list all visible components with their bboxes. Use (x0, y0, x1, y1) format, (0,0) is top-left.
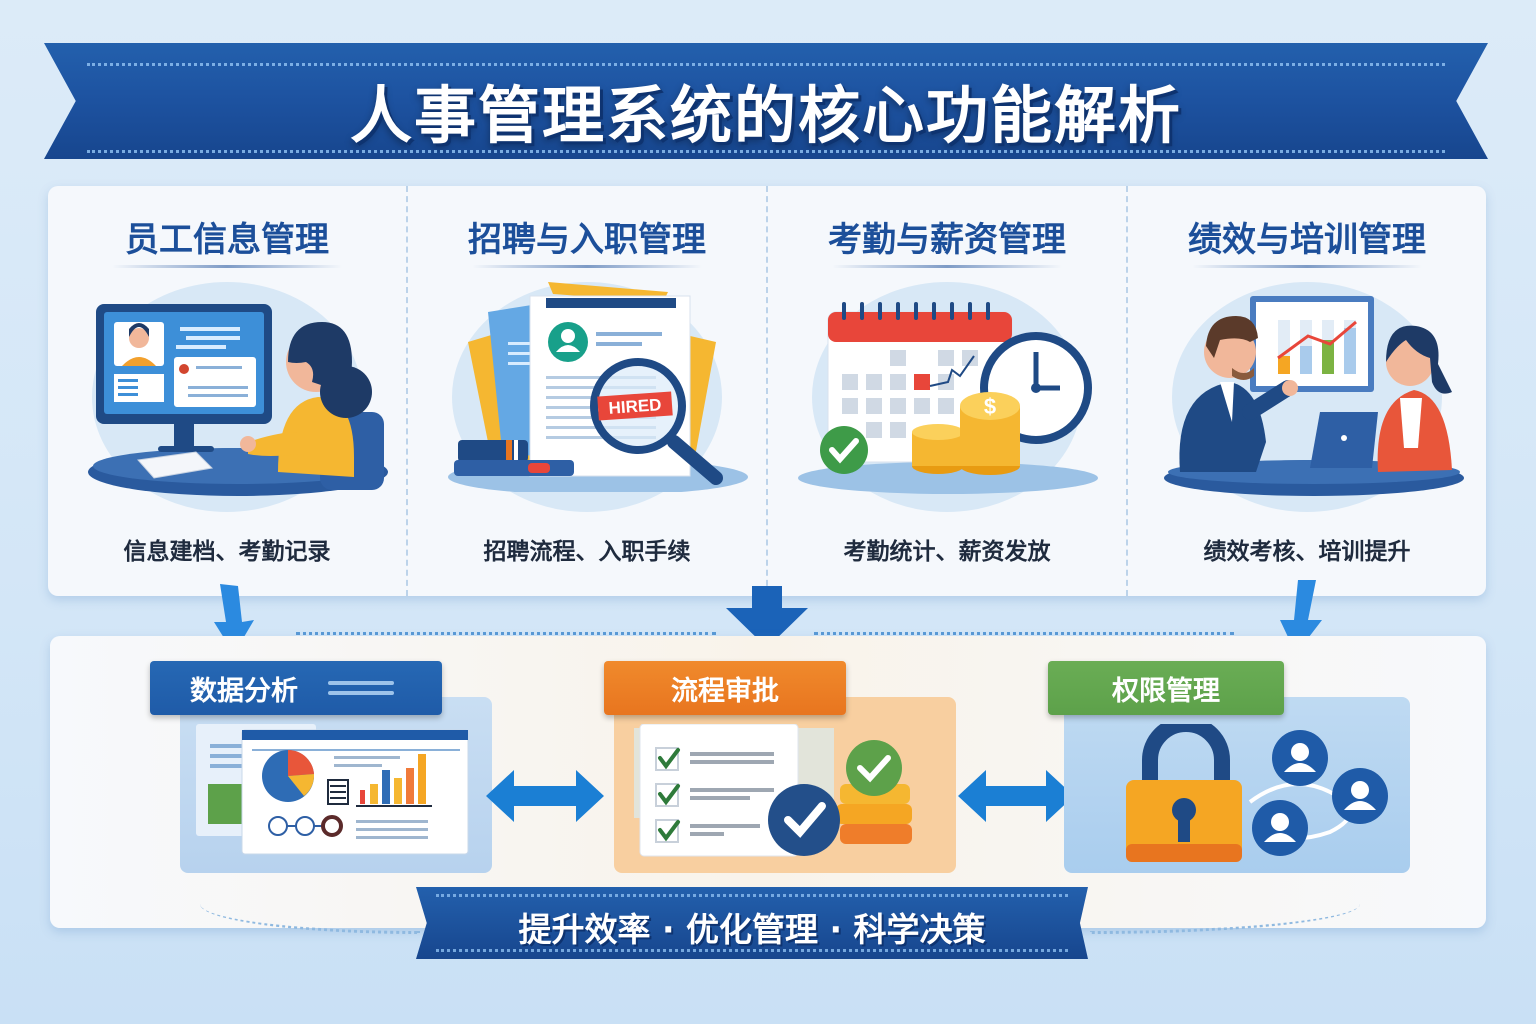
module-title: 考勤与薪资管理 (768, 212, 1126, 268)
dashboard-chart-illustration (196, 724, 469, 855)
module-title: 员工信息管理 (48, 212, 406, 268)
slogan-ribbon: 提升效率 · 优化管理 · 科学决策 (416, 887, 1088, 959)
decorative-curve (1090, 904, 1360, 934)
core-modules-panel: 员工信息管理 (48, 186, 1486, 596)
module-description: 招聘流程、入职手续 (483, 539, 691, 565)
feature-label-data-analysis: 数据分析 (150, 661, 442, 715)
calendar-clock-illustration: $ (798, 282, 1098, 512)
checklist-approval-illustration (634, 724, 912, 857)
module-description: 考勤统计、薪资发放 (843, 539, 1051, 565)
down-arrow-icon (726, 586, 808, 648)
lock-users-illustration (1126, 724, 1388, 862)
bidirectional-arrow-icon (486, 770, 604, 822)
connector-dotted-line (814, 632, 1234, 635)
module-description: 绩效考核、培训提升 (1203, 539, 1411, 565)
module-attendance-payroll: 考勤与薪资管理 (766, 186, 1126, 596)
feature-label-access-management: 权限管理 (1048, 661, 1284, 715)
svg-text:$: $ (984, 394, 996, 419)
hired-stamp: HIRED (608, 395, 662, 418)
employee-computer-illustration (78, 282, 388, 512)
module-title: 招聘与入职管理 (408, 212, 766, 268)
performance-meeting-illustration (1158, 282, 1464, 512)
feature-label-process-approval: 流程审批 (604, 661, 846, 715)
module-performance-training: 绩效与培训管理 (1126, 186, 1486, 596)
title-ribbon: 人事管理系统的核心功能解析 (44, 43, 1488, 159)
page-title: 人事管理系统的核心功能解析 (349, 79, 1182, 152)
decorative-curve (200, 904, 420, 934)
slogan-text: 提升效率 · 优化管理 · 科学决策 (518, 910, 986, 949)
down-arrow-icon (1280, 580, 1322, 654)
module-recruitment: 招聘与入职管理 (406, 186, 766, 596)
module-title: 绩效与培训管理 (1128, 212, 1486, 268)
connector-dotted-line (296, 632, 716, 635)
bidirectional-arrow-icon (958, 770, 1074, 822)
module-employee-info: 员工信息管理 (48, 186, 406, 596)
module-description: 信息建档、考勤记录 (123, 539, 331, 565)
resume-magnifier-illustration: HIRED (438, 282, 748, 512)
